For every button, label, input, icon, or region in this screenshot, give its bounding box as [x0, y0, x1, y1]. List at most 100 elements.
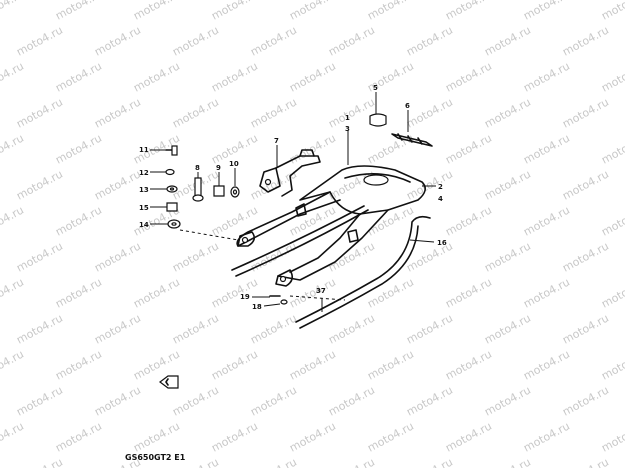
watermark-text: moto4.ru — [170, 95, 221, 130]
watermark-text: moto4.ru — [248, 23, 299, 58]
watermark-text: moto4.ru — [14, 383, 65, 418]
watermark-text: moto4.ru — [0, 275, 26, 310]
diagram-code: GS650GT2 E1 — [125, 453, 186, 462]
watermark-text: moto4.ru — [560, 239, 611, 274]
watermark-text: moto4.ru — [521, 0, 572, 23]
watermark-text: moto4.ru — [0, 59, 26, 94]
watermark-text: moto4.ru — [14, 23, 65, 58]
watermark-text: moto4.ru — [248, 95, 299, 130]
watermark-text: moto4.ru — [131, 0, 182, 23]
leader-lines — [150, 92, 436, 312]
watermark-text: moto4.ru — [560, 383, 611, 418]
watermark-text: moto4.ru — [326, 455, 377, 468]
callout-15: 15 — [139, 204, 149, 212]
watermark-text: moto4.ru — [14, 167, 65, 202]
watermark-text: moto4.ru — [326, 383, 377, 418]
watermark-text: moto4.ru — [53, 347, 104, 382]
watermark-text: moto4.ru — [92, 23, 143, 58]
watermark-text: moto4.ru — [599, 347, 625, 382]
watermark-text: moto4.ru — [248, 239, 299, 274]
watermark-text: moto4.ru — [14, 455, 65, 468]
watermark-text: moto4.ru — [560, 167, 611, 202]
watermark-text: moto4.ru — [482, 383, 533, 418]
watermark-text: moto4.ru — [0, 0, 26, 23]
watermark-text: moto4.ru — [287, 275, 338, 310]
watermark-text: moto4.ru — [404, 23, 455, 58]
watermark-text: moto4.ru — [443, 203, 494, 238]
callout-37: 37 — [316, 287, 326, 295]
trim-strip — [231, 205, 431, 329]
watermark-text: moto4.ru — [92, 167, 143, 202]
watermark-text: moto4.ru — [404, 95, 455, 130]
watermark-text: moto4.ru — [443, 419, 494, 454]
watermark-text: moto4.ru — [365, 0, 416, 23]
callouts: 1 3 2 4 5 6 7 8 9 10 11 12 13 14 15 16 1… — [139, 84, 447, 311]
watermark-text: moto4.ru — [53, 275, 104, 310]
callout-11: 11 — [139, 146, 149, 154]
watermark-text: moto4.ru — [0, 419, 26, 454]
watermark-text: moto4.ru — [287, 59, 338, 94]
watermark-text: moto4.ru — [521, 59, 572, 94]
callout-9: 9 — [216, 164, 221, 172]
watermark-text: moto4.ru — [170, 23, 221, 58]
watermark-text: moto4.ru — [482, 23, 533, 58]
watermark-text: moto4.ru — [92, 311, 143, 346]
watermark-text: moto4.ru — [599, 0, 625, 23]
watermark-text: moto4.ru — [404, 239, 455, 274]
watermark-text: moto4.ru — [53, 419, 104, 454]
watermark-text: moto4.ru — [287, 131, 338, 166]
watermark-text: moto4.ru — [404, 455, 455, 468]
watermark-text: moto4.ru — [14, 311, 65, 346]
watermark-text: moto4.ru — [443, 131, 494, 166]
watermark-text: moto4.ru — [287, 419, 338, 454]
watermark-text: moto4.ru — [131, 59, 182, 94]
watermark-text: moto4.ru — [131, 419, 182, 454]
watermark-text: moto4.ru — [92, 239, 143, 274]
watermark-text: moto4.ru — [326, 95, 377, 130]
watermark-text: moto4.ru — [53, 131, 104, 166]
watermark-text: moto4.ru — [170, 239, 221, 274]
watermark-text: moto4.ru — [326, 311, 377, 346]
watermark-text: moto4.ru — [560, 455, 611, 468]
watermark-text: moto4.ru — [521, 419, 572, 454]
watermark-text: moto4.ru — [248, 311, 299, 346]
watermark-text: moto4.ru — [599, 59, 625, 94]
watermark-text: moto4.ru — [443, 275, 494, 310]
callout-8: 8 — [195, 164, 200, 172]
watermark-text: moto4.ru — [443, 347, 494, 382]
watermark-text: moto4.ru — [404, 167, 455, 202]
callout-3: 3 — [345, 125, 350, 133]
watermark-text: moto4.ru — [599, 203, 625, 238]
callout-13: 13 — [139, 186, 149, 194]
callout-1: 1 — [345, 114, 350, 122]
watermark-text: moto4.ru — [326, 23, 377, 58]
watermark-text: moto4.ru — [170, 383, 221, 418]
watermark-text: moto4.ru — [209, 347, 260, 382]
callout-7: 7 — [274, 137, 279, 145]
callout-5: 5 — [373, 84, 378, 92]
watermark-text: moto4.ru — [443, 59, 494, 94]
callout-12: 12 — [139, 169, 149, 177]
callout-16: 16 — [437, 239, 447, 247]
watermark-text: moto4.ru — [14, 239, 65, 274]
watermark-text: moto4.ru — [53, 0, 104, 23]
watermark-text: moto4.ru — [521, 275, 572, 310]
watermark-text: moto4.ru — [92, 383, 143, 418]
watermark-text: moto4.ru — [560, 95, 611, 130]
watermark-text: moto4.ru — [209, 419, 260, 454]
callout-18: 18 — [252, 303, 262, 311]
watermark-text: moto4.ru — [131, 275, 182, 310]
watermark-text: moto4.ru — [404, 311, 455, 346]
watermark-text: moto4.ru — [482, 239, 533, 274]
watermark-text: moto4.ru — [92, 95, 143, 130]
callout-2: 2 — [438, 183, 443, 191]
watermark-text: moto4.ru — [404, 383, 455, 418]
watermark-text: moto4.ru — [209, 59, 260, 94]
watermark-text: moto4.ru — [0, 203, 26, 238]
watermark-text: moto4.ru — [599, 275, 625, 310]
watermark-text: moto4.ru — [482, 455, 533, 468]
watermark-text: moto4.ru — [53, 203, 104, 238]
watermark-text: moto4.ru — [326, 239, 377, 274]
